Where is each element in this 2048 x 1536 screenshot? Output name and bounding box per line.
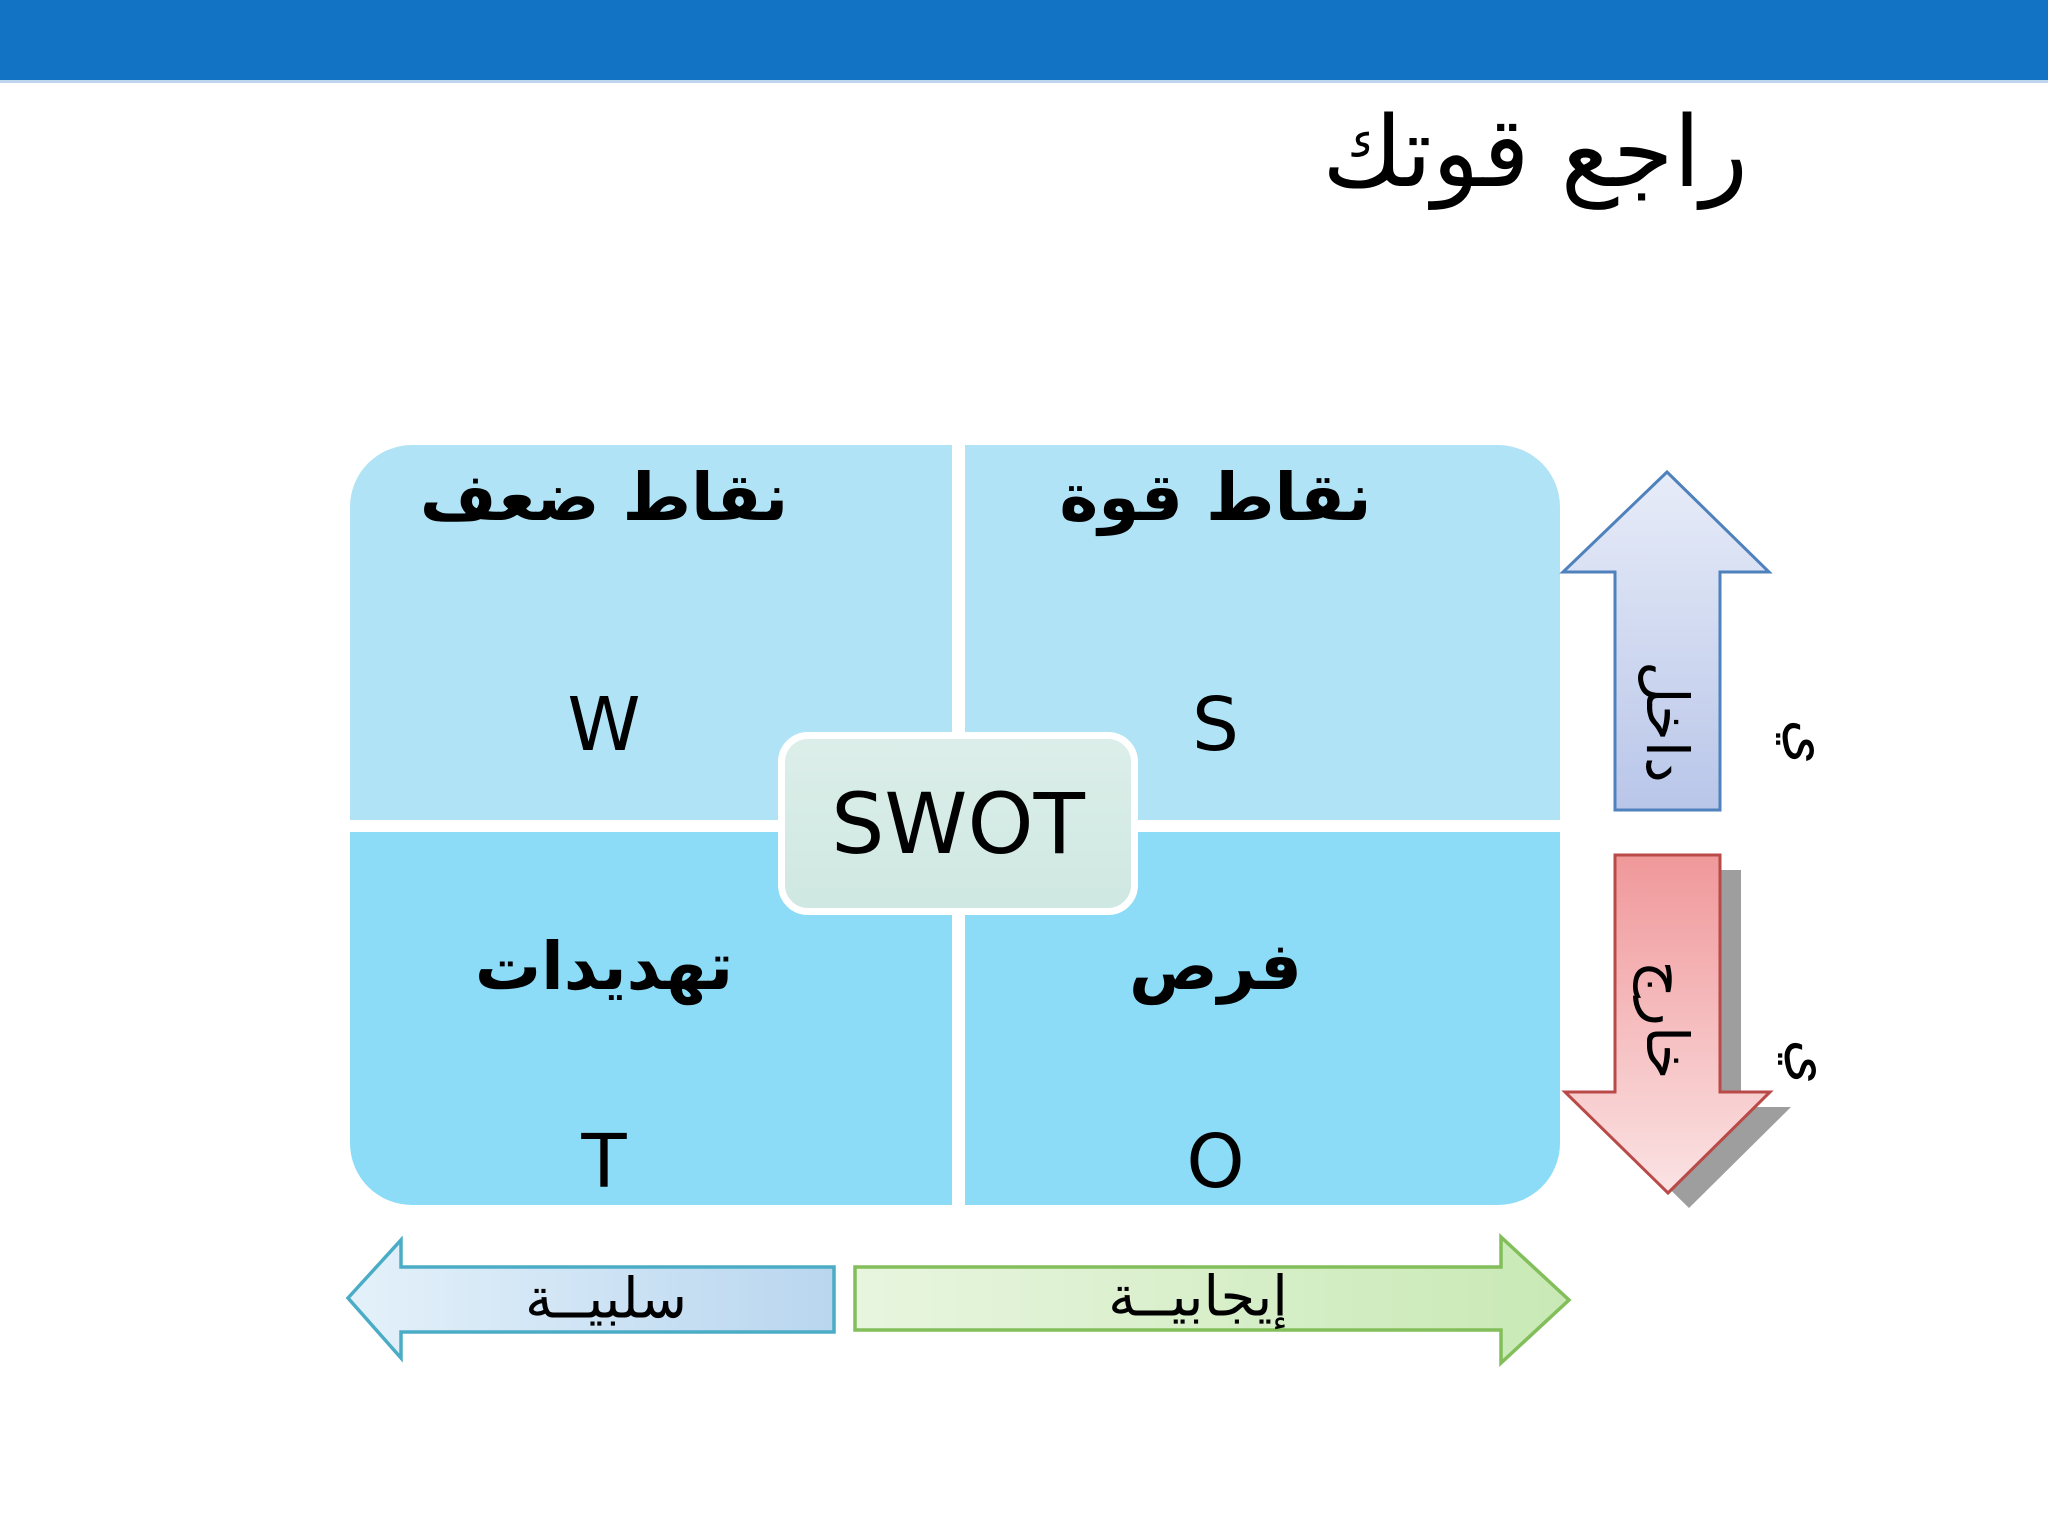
positive-right-arrow bbox=[853, 1232, 1572, 1368]
internal-arrow-label-overflow: ي bbox=[1776, 719, 1844, 765]
positive-arrow-label: إيجابيــة bbox=[1108, 1264, 1288, 1330]
external-arrow-label-overflow: ي bbox=[1778, 1039, 1846, 1085]
quadrant-weaknesses-label: نقاط ضعف bbox=[419, 459, 789, 536]
header-bar bbox=[0, 0, 2048, 83]
negative-arrow-label: سلبيــة bbox=[524, 1266, 688, 1332]
quadrant-strengths-letter: S bbox=[1192, 682, 1239, 768]
quadrant-strengths-label: نقاط قوة bbox=[1059, 459, 1372, 536]
quadrant-threats-label: تهديدات bbox=[474, 928, 734, 1005]
external-arrow-label: خارج bbox=[1633, 960, 1701, 1080]
swot-center-box: SWOT bbox=[778, 732, 1138, 915]
quadrant-threats-letter: T bbox=[581, 1119, 627, 1205]
quadrant-opportunities-label: فرص bbox=[1128, 928, 1303, 1005]
quadrant-weaknesses: نقاط ضعف W bbox=[350, 445, 952, 820]
negative-left-arrow bbox=[345, 1235, 836, 1363]
external-down-arrow bbox=[1561, 853, 1791, 1208]
quadrant-opportunities-letter: O bbox=[1186, 1119, 1245, 1205]
quadrant-weaknesses-letter: W bbox=[567, 682, 641, 768]
internal-up-arrow bbox=[1559, 469, 1773, 812]
slide-title: راجع قوتك bbox=[1322, 96, 1748, 210]
internal-arrow-label: داخل bbox=[1633, 661, 1701, 783]
